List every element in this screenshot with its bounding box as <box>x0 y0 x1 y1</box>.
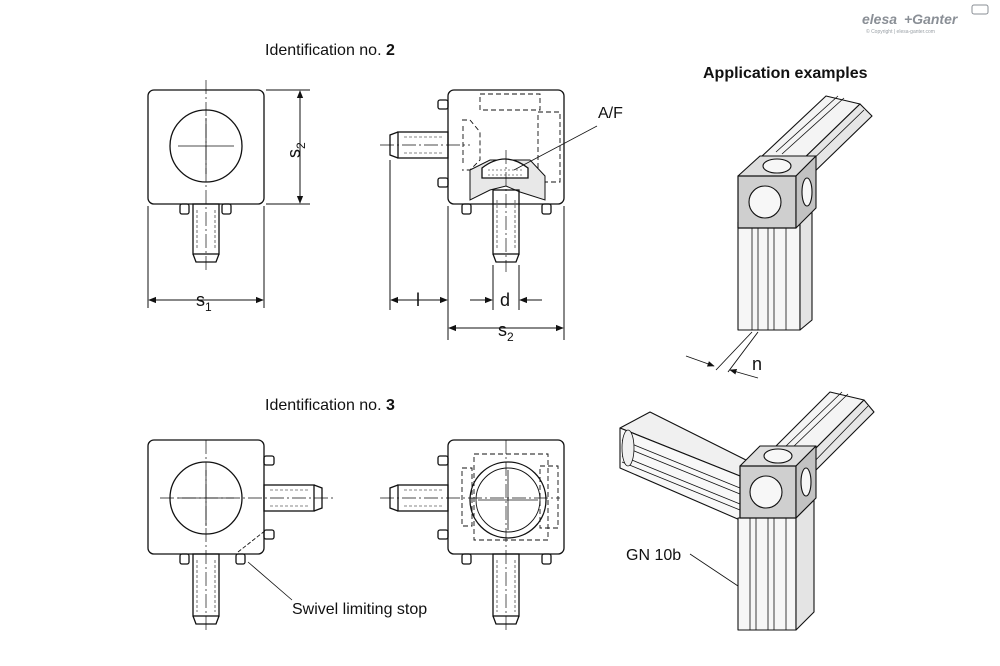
application-example-2 <box>619 391 875 631</box>
id2-front-view <box>147 80 265 270</box>
dim-s1 <box>147 206 265 308</box>
dim-d-label: d <box>500 290 510 310</box>
id3-section-view <box>380 439 565 632</box>
dim-s1-label: s1 <box>196 290 212 314</box>
ce-mark-icon <box>971 4 989 15</box>
logo-copyright: © Copyright | elesa-ganter.com <box>866 28 935 35</box>
application-heading: Application examples <box>703 65 868 82</box>
dim-af-label: A/F <box>598 105 623 122</box>
dim-s2-bottom-label: s2 <box>498 320 514 344</box>
dim-s2-side <box>266 89 310 205</box>
id3-front-view <box>147 439 336 632</box>
brand-logo: elesa +Ganter © Copyright | elesa-ganter… <box>862 4 989 35</box>
dim-l-label: l <box>416 290 420 310</box>
id2-section-view <box>380 89 598 272</box>
gn-10b-callout: GN 10b <box>626 547 681 564</box>
ident2-heading: Identification no. 2 <box>265 42 395 59</box>
swivel-stop-callout: Swivel limiting stop <box>292 601 427 618</box>
application-example-1 <box>685 95 873 379</box>
logo-elesa: elesa <box>862 11 897 27</box>
dim-s2-side-label: s2 <box>284 142 308 158</box>
dim-l-d <box>389 160 565 340</box>
ident3-heading: Identification no. 3 <box>265 397 395 414</box>
dim-n-label: n <box>752 354 762 374</box>
logo-ganter: +Ganter <box>904 11 959 27</box>
